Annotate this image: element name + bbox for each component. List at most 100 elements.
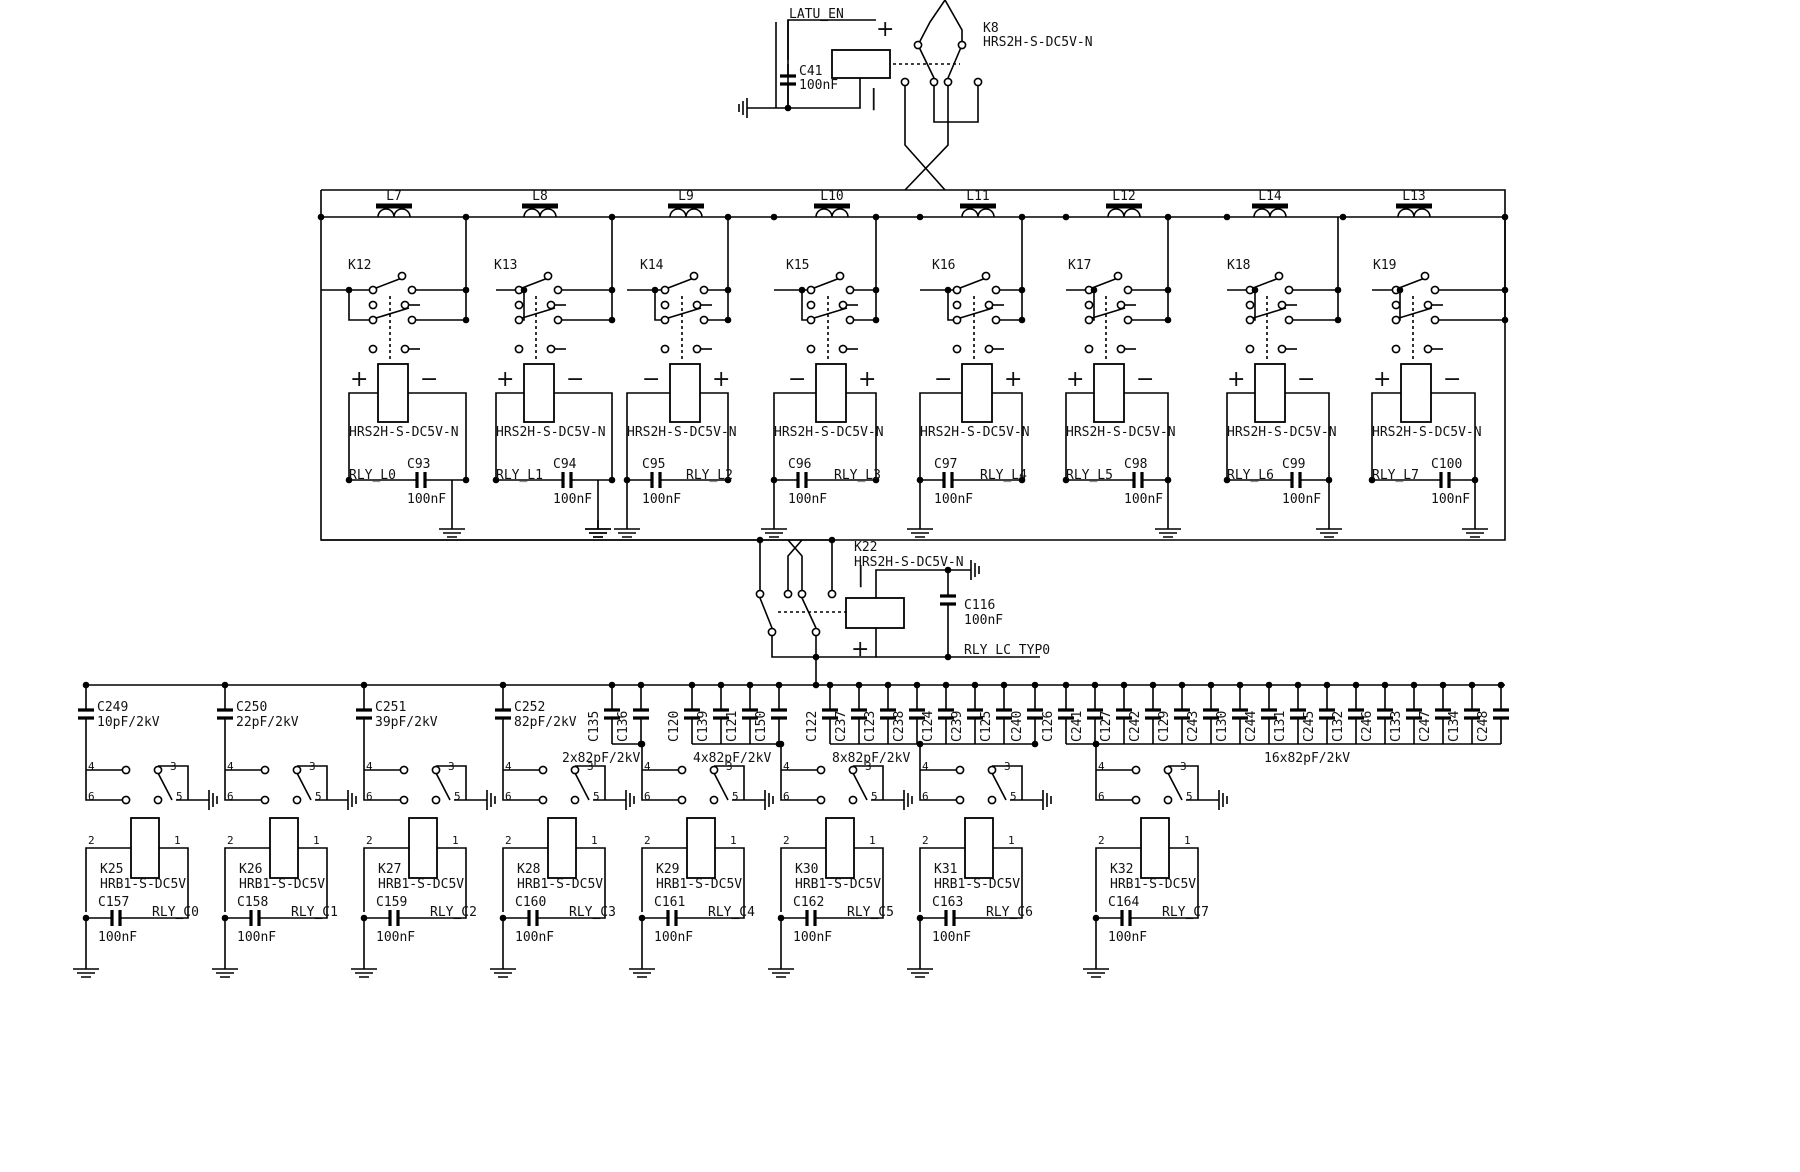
relay-coil [964,817,994,879]
relay-k15-left-polarity: − [788,367,806,392]
contact-terminal [431,765,441,775]
junction-dot [1120,681,1128,689]
junction-dot [1092,740,1100,748]
wire [1095,847,1199,912]
junction-dot [1410,681,1418,689]
contact-terminal [399,795,409,805]
wire [626,392,729,480]
capacitor-symbol [217,708,233,720]
contact-terminal [660,344,670,354]
junction-dot [1323,681,1331,689]
junction-dot [812,653,820,661]
wire [1167,765,1212,801]
junction-dot [1352,681,1360,689]
cap-c98-ref: C98 [1124,457,1147,472]
cap-c100-value: 100nF [1431,492,1470,507]
wire [1252,307,1287,319]
relay-k29-pin2: 2 [644,834,651,847]
wire [502,847,606,912]
contact-terminal [699,315,709,325]
relay-coil [1140,817,1170,879]
relay-k32-pin2: 2 [1098,834,1105,847]
ground-symbol [1212,790,1228,810]
relay-k15-ref: K15 [786,258,809,273]
contact-terminal [692,344,702,354]
relay-k15-part: HRS2H-S-DC5V-N [774,425,884,440]
wire [875,569,964,598]
junction-dot [1501,316,1509,324]
relay-k30-pin4: 4 [783,760,790,773]
contact-terminal [845,315,855,325]
junction-dot [1223,213,1231,221]
contact-terminal [660,315,670,325]
relay-k32-pin5: 5 [1186,790,1193,803]
k8-part: HRS2H-S-DC5V-N [983,35,1093,50]
cap-c93-ref: C93 [407,457,430,472]
contact-terminal [1245,300,1255,310]
contact-terminal [660,300,670,310]
relay-k18-net: RLY_L6 [1227,468,1274,483]
wire [667,307,702,319]
cap-c97-ref: C97 [934,457,957,472]
capacitor-symbol [356,708,372,720]
capacitor-symbol [1087,708,1103,720]
junction-dot [1149,681,1157,689]
relay-k16-right-polarity: + [1004,367,1022,392]
relay-coil [1093,363,1125,423]
contact-terminal [797,589,807,599]
junction-dot [360,914,368,922]
cap-c95-value: 100nF [642,492,681,507]
junction-dot [746,681,754,689]
relay-k28-part: HRB1-S-DC5V [517,877,603,892]
cap-c129-ref: C129 [1157,711,1172,742]
contact-terminal [1420,271,1430,281]
contact-terminal [1116,344,1126,354]
ground-symbol [480,790,496,810]
cap-c239-ref: C239 [950,711,965,742]
contact-terminal [811,627,821,637]
cap-c131-ref: C131 [1273,711,1288,742]
contact-terminal [838,300,848,310]
junction-dot [1334,316,1342,324]
relay-k26-pin4: 4 [227,760,234,773]
contact-terminal [260,765,270,775]
relay-k29-part: HRB1-S-DC5V [656,877,742,892]
contact-terminal [991,315,1001,325]
cap-c244-ref: C244 [1244,711,1259,742]
inductor-symbol [522,203,558,218]
inductor-l12-ref: L12 [1112,189,1135,204]
junction-dot [828,536,836,544]
cap-c98-value: 100nF [1124,492,1163,507]
wire [502,770,540,801]
contact-terminal [1113,271,1123,281]
contact-terminal [816,795,826,805]
relay-k26-pin1: 1 [313,834,320,847]
capacitor-symbol [822,708,838,720]
ground-symbol [1083,960,1109,978]
contact-terminal [1163,795,1173,805]
relay-k27-ref: K27 [378,862,401,877]
junction-dot [221,681,229,689]
junction-dot [1497,681,1505,689]
contact-terminal [991,285,1001,295]
contact-terminal [987,765,997,775]
junction-dot [1062,476,1070,484]
contact-terminal [1123,315,1133,325]
contact-terminal [538,795,548,805]
contact-terminal [806,315,816,325]
junction-dot [638,914,646,922]
contact-terminal [1245,315,1255,325]
junction-dot [872,316,880,324]
contact-terminal [1116,300,1126,310]
ground-symbol [351,960,377,978]
wire [947,290,954,321]
wire [495,392,613,480]
relay-k17-ref: K17 [1068,258,1091,273]
inductor-symbol [668,203,704,218]
junction-dot [221,914,229,922]
cap-c157-value: 100nF [98,930,137,945]
bank-label-2: 8x82pF/2kV [832,751,910,766]
wire [348,392,467,480]
contact-terminal [368,315,378,325]
wire [363,770,401,801]
